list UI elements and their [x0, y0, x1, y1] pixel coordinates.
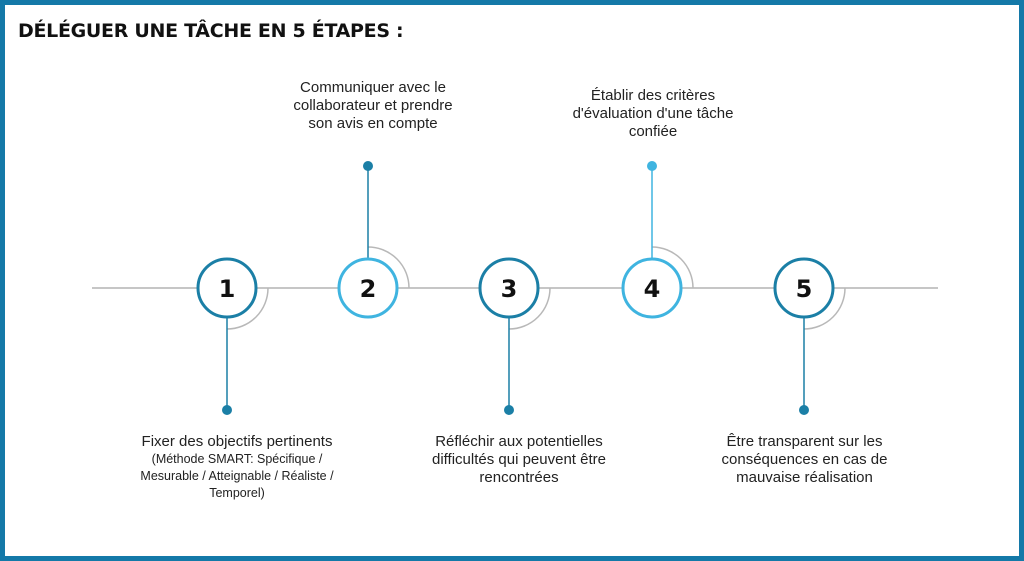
step-3: 3 [478, 257, 551, 415]
step-1-text: Fixer des objectifs pertinents [141, 433, 333, 450]
step-3-label: Réfléchir aux potentielles difficultés q… [424, 433, 614, 487]
step-5-dot [799, 405, 809, 415]
step-2: 2 [337, 161, 410, 319]
step-4-number: 4 [644, 275, 661, 303]
step-1-circle [196, 257, 258, 319]
step-1-label: Fixer des objectifs pertinents (Méthode … [132, 433, 342, 502]
infographic-title: DÉLÉGUER UNE TÂCHE EN 5 ÉTAPES : [18, 20, 404, 42]
step-1-dot [222, 405, 232, 415]
step-4-dot [647, 161, 657, 171]
step-4-label: Établir des critères d'évaluation d'une … [568, 87, 738, 141]
step-1-number: 1 [219, 275, 236, 303]
step-3-text: Réfléchir aux potentielles difficultés q… [431, 433, 606, 486]
step-4-circle [621, 257, 683, 319]
step-2-arc [367, 246, 410, 289]
step-4: 4 [621, 161, 694, 319]
step-3-arc [508, 287, 551, 330]
step-2-dot [363, 161, 373, 171]
step-3-dot [504, 405, 514, 415]
step-1-arc [226, 287, 269, 330]
step-4-text: Établir des critères d'évaluation d'une … [572, 87, 734, 140]
step-3-number: 3 [501, 275, 518, 303]
step-1: 1 [196, 257, 269, 415]
step-5-text: Être transparent sur les conséquences en… [721, 433, 888, 486]
step-5-arc [803, 287, 846, 330]
step-5-number: 5 [796, 275, 813, 303]
step-2-number: 2 [360, 275, 377, 303]
step-2-text: Communiquer avec le collaborateur et pre… [293, 79, 453, 132]
step-2-circle [337, 257, 399, 319]
step-5-circle [773, 257, 835, 319]
step-5: 5 [773, 257, 846, 415]
step-4-arc [651, 246, 694, 289]
step-5-label: Être transparent sur les conséquences en… [712, 433, 897, 487]
step-3-circle [478, 257, 540, 319]
step-1-subtext: (Méthode SMART: Spécifique / Mesurable /… [140, 452, 334, 500]
step-2-label: Communiquer avec le collaborateur et pre… [293, 79, 453, 133]
